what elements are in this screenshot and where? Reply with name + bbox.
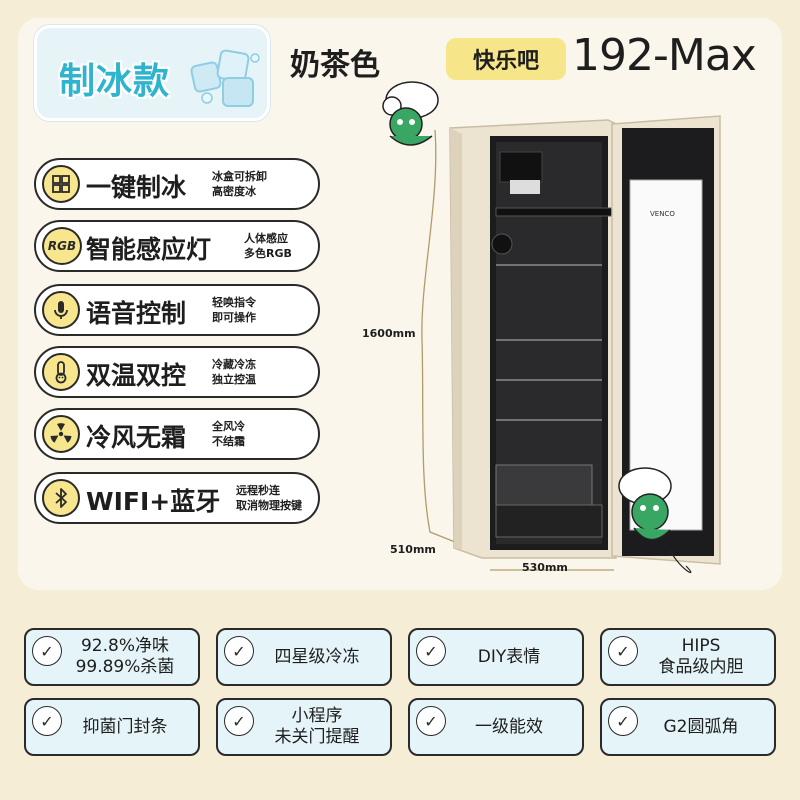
feature-sub-line2: 取消物理按键 [236, 499, 302, 512]
feature-sub-line2: 高密度冰 [212, 185, 256, 198]
brand-tag: 快乐吧 [446, 38, 566, 80]
feature-wifi-bluetooth: WIFI+蓝牙 远程秒连 取消物理按键 [34, 472, 320, 524]
spec-label: 一级能效 [442, 700, 576, 754]
spec-label: 抑菌门封条 [58, 700, 192, 754]
microphone-icon [42, 291, 80, 329]
feature-ice-maker: 一键制冰 冰盒可拆卸 高密度冰 [34, 158, 320, 210]
feature-title: 语音控制 [86, 299, 187, 328]
spec-line2: 99.89%杀菌 [75, 657, 175, 677]
spec-label: 小程序未关门提醒 [250, 700, 384, 754]
depth-dimension: 510mm [390, 543, 436, 556]
feature-sub: 冰盒可拆卸 高密度冰 [212, 169, 267, 199]
feature-sub: 轻唤指令 即可操作 [212, 295, 256, 325]
check-icon: ✓ [224, 706, 254, 736]
feature-sub-line2: 不结霜 [212, 435, 245, 448]
ice-maker-badge: 制冰款 [34, 25, 270, 121]
spec-card: ✓ DIY表情 [408, 628, 584, 686]
bluetooth-icon [42, 479, 80, 517]
check-icon: ✓ [224, 636, 254, 666]
mascot-bottom [618, 467, 692, 574]
badge-text: 制冰款 [59, 61, 171, 102]
thermometer-icon [42, 353, 80, 391]
spec-card: ✓ 小程序未关门提醒 [216, 698, 392, 756]
feature-title: 冷风无霜 [86, 423, 187, 452]
feature-sub-line1: 冷藏冷冻 [212, 358, 256, 371]
door-logo: VENCO [650, 210, 675, 218]
spec-card: ✓ 抑菌门封条 [24, 698, 200, 756]
feature-sub-line2: 多色RGB [244, 247, 292, 260]
check-icon: ✓ [608, 706, 638, 736]
spec-line1: HIPS [681, 636, 721, 656]
model-name: 192-Max [572, 30, 757, 81]
feature-sub: 全风冷 不结霜 [212, 419, 245, 449]
feature-dual-temperature: 双温双控 冷藏冷冻 独立控温 [34, 346, 320, 398]
feature-title: WIFI+蓝牙 [86, 487, 221, 516]
check-icon: ✓ [32, 636, 62, 666]
spec-label: 四星级冷冻 [250, 630, 384, 684]
spec-line1: 抑菌门封条 [82, 716, 168, 737]
spec-line2: 食品级内胆 [658, 657, 744, 677]
feature-sub-line2: 即可操作 [212, 311, 256, 324]
feature-sub-line1: 全风冷 [212, 420, 245, 433]
feature-sub: 冷藏冷冻 独立控温 [212, 357, 256, 387]
rgb-icon: RGB [42, 227, 82, 265]
spec-label: G2圆弧角 [634, 700, 768, 754]
mascot-top [382, 81, 439, 146]
spec-card: ✓ 四星级冷冻 [216, 628, 392, 686]
check-icon: ✓ [416, 706, 446, 736]
feature-title: 一键制冰 [86, 173, 187, 202]
spec-line2: 未关门提醒 [274, 727, 360, 747]
spec-line1: 92.8%净味 [80, 636, 169, 656]
fridge-illustration: VENCO [382, 81, 721, 574]
check-icon: ✓ [32, 706, 62, 736]
ice-tray-icon [42, 165, 80, 203]
feature-sub-line1: 远程秒连 [236, 484, 280, 497]
feature-smart-light: RGB 智能感应灯 人体感应 多色RGB [34, 220, 320, 272]
feature-voice-control: 语音控制 轻唤指令 即可操作 [34, 284, 320, 336]
feature-title: 智能感应灯 [86, 235, 212, 264]
spec-line1: 四星级冷冻 [274, 646, 360, 667]
width-dimension: 530mm [522, 561, 568, 574]
fan-icon [42, 415, 80, 453]
feature-sub-line1: 轻唤指令 [212, 296, 256, 309]
feature-frost-free: 冷风无霜 全风冷 不结霜 [34, 408, 320, 460]
feature-sub-line2: 独立控温 [212, 373, 256, 386]
spec-card: ✓ 一级能效 [408, 698, 584, 756]
feature-sub: 远程秒连 取消物理按键 [236, 483, 302, 513]
feature-sub-line1: 冰盒可拆卸 [212, 170, 267, 183]
height-dimension: 1600mm [362, 327, 416, 340]
spec-line1: 一级能效 [475, 716, 543, 737]
spec-card: ✓ G2圆弧角 [600, 698, 776, 756]
feature-sub: 人体感应 多色RGB [244, 231, 292, 261]
feature-title: 双温双控 [86, 361, 187, 390]
spec-line1: G2圆弧角 [663, 716, 739, 737]
feature-sub-line1: 人体感应 [244, 232, 288, 245]
spec-line1: DIY表情 [477, 646, 541, 667]
check-icon: ✓ [608, 636, 638, 666]
check-icon: ✓ [416, 636, 446, 666]
color-name: 奶茶色 [290, 48, 380, 83]
spec-label: DIY表情 [442, 630, 576, 684]
spec-line1: 小程序 [291, 706, 343, 726]
ice-cubes-icon [190, 49, 260, 107]
